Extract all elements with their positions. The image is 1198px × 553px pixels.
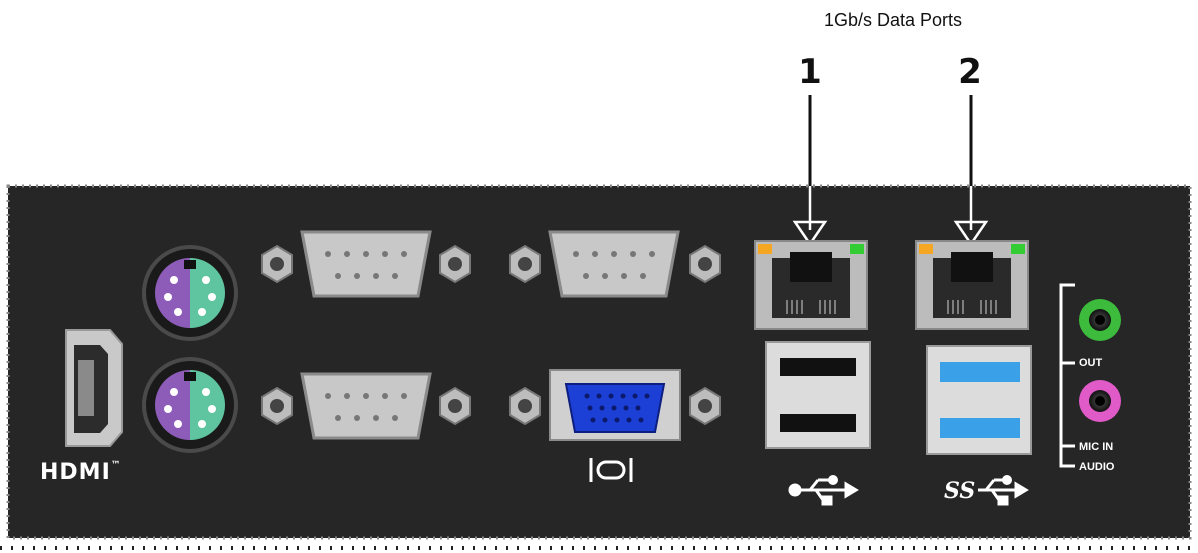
usb2-ports (765, 341, 871, 449)
ethernet-port-2 (915, 240, 1029, 330)
hdmi-logo: HDMI™ (40, 460, 122, 485)
usb-icon (788, 475, 859, 506)
data-ports-title: 1Gb/s Data Ports (823, 10, 963, 30)
panel-dotted-border (6, 184, 1192, 540)
usb3-ss-label: SS (944, 478, 976, 504)
arrow-1-head (792, 220, 828, 247)
audio-out-label: OUT (1079, 357, 1103, 369)
serial-port-1 (261, 230, 471, 298)
mic-in-label: MIC IN (1079, 441, 1114, 453)
port-number-2: 2 (958, 52, 982, 92)
ethernet-port-1 (754, 240, 868, 330)
ps2-port-bottom (142, 357, 238, 453)
audio-label: AUDIO (1079, 461, 1115, 473)
audio-bracket (1059, 283, 1075, 468)
vga-icon (589, 458, 633, 482)
port-number-1: 1 (798, 52, 822, 92)
usb3-ports (926, 345, 1032, 455)
arrow-2-head (953, 220, 989, 247)
serial-port-3 (509, 230, 721, 298)
audio-out-jack (1079, 299, 1121, 341)
vga-port (509, 369, 721, 441)
ps2-port-top (142, 245, 238, 341)
usb3-superspeed-icon (978, 475, 1029, 506)
serial-port-2 (261, 372, 471, 440)
mic-in-jack (1079, 380, 1121, 422)
hdmi-port (65, 329, 123, 447)
